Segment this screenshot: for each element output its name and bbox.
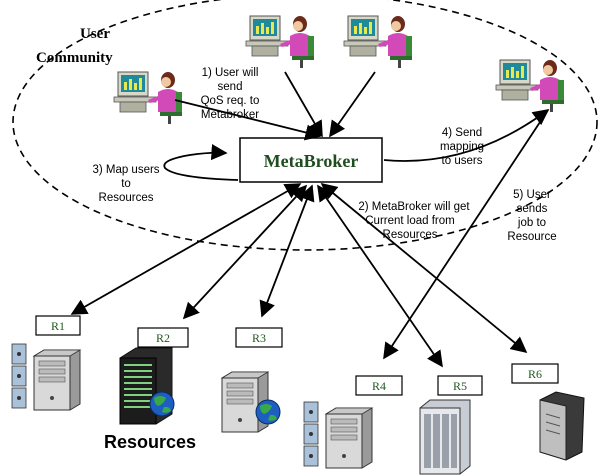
svg-text:job to: job to xyxy=(517,217,546,229)
svg-text:3) Map users: 3) Map users xyxy=(92,164,159,176)
resource-label-r6: R6 xyxy=(528,367,542,381)
metabroker-label: MetaBroker xyxy=(264,151,359,171)
resource-label-r2: R2 xyxy=(156,331,170,345)
svg-text:to users: to users xyxy=(442,155,483,167)
user-icon-4 xyxy=(495,59,565,113)
svg-text:Metabroker: Metabroker xyxy=(201,109,259,121)
resource-box-r4 xyxy=(355,375,403,396)
globe-icon-r3 xyxy=(255,399,281,425)
metabroker-box xyxy=(239,137,383,183)
svg-text:2) MetaBroker will get: 2) MetaBroker will get xyxy=(358,201,470,213)
arrow-user4-to-r4 xyxy=(383,109,549,360)
step3-label: 3) Map users to Resources xyxy=(92,164,159,204)
server-tower-icon-r4 xyxy=(325,407,373,469)
disk-stack-icon-r4 xyxy=(303,401,319,467)
resources-label: Resources xyxy=(104,432,196,452)
arrow-r5 xyxy=(317,184,443,368)
arrow-map-users-loop xyxy=(163,144,239,181)
resource-box-r1 xyxy=(35,315,81,336)
community-label-line2: Community xyxy=(36,50,113,66)
server-tower-icon-r1 xyxy=(33,349,81,411)
svg-text:Resources: Resources xyxy=(99,192,154,204)
globe-icon-r2 xyxy=(149,391,175,417)
svg-text:mapping: mapping xyxy=(440,141,484,153)
svg-text:QoS req. to: QoS req. to xyxy=(201,95,260,107)
resource-box-r2 xyxy=(137,327,189,348)
arrow-user2-to-metabroker xyxy=(284,71,323,138)
user-icon-1 xyxy=(113,71,183,125)
svg-text:send: send xyxy=(218,81,243,93)
svg-text:5) User: 5) User xyxy=(513,189,551,201)
user-icon-3 xyxy=(343,15,413,69)
arrow-r2 xyxy=(182,184,308,320)
resource-box-r3 xyxy=(235,327,283,348)
svg-text:to: to xyxy=(121,178,131,190)
resource-box-r6 xyxy=(511,363,559,384)
step5-label: 5) User sends job to Resource xyxy=(507,189,556,243)
resource-label-r4: R4 xyxy=(372,379,386,393)
svg-text:4) Send: 4) Send xyxy=(442,127,482,139)
arrow-r3 xyxy=(259,184,315,318)
server-tower-icon-r6 xyxy=(539,391,585,461)
step1-label: 1) User will send QoS req. to Metabroker xyxy=(201,67,260,121)
svg-text:1) User will: 1) User will xyxy=(202,67,259,79)
resource-box-r5 xyxy=(437,375,483,396)
svg-text:Current load from: Current load from xyxy=(365,215,454,227)
svg-text:Resource: Resource xyxy=(507,231,556,243)
svg-text:sends: sends xyxy=(517,203,548,215)
disk-stack-icon-r1 xyxy=(11,343,27,409)
step4-label: 4) Send mapping to users xyxy=(440,127,484,167)
resource-label-r1: R1 xyxy=(51,319,65,333)
svg-text:Resources: Resources xyxy=(383,229,438,241)
step2-label: 2) MetaBroker will get Current load from… xyxy=(358,201,470,241)
resource-label-r5: R5 xyxy=(453,379,467,393)
arrow-r6 xyxy=(320,182,528,354)
storage-server-icon-r5 xyxy=(419,399,471,475)
resource-label-r3: R3 xyxy=(252,331,266,345)
arrow-user1-to-metabroker xyxy=(174,99,322,141)
user-icon-2 xyxy=(245,15,315,69)
arrow-user3-to-metabroker xyxy=(329,71,376,138)
arrow-metabroker-to-user4 xyxy=(383,109,550,162)
community-label-line1: User xyxy=(80,26,110,42)
